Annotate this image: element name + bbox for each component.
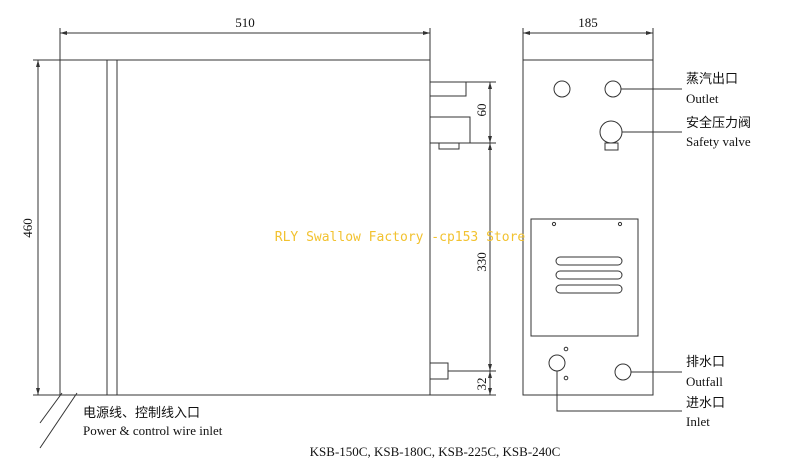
vent-panel bbox=[530, 218, 639, 337]
dim-port-spacing: 330 bbox=[474, 252, 489, 272]
front-body bbox=[59, 59, 431, 396]
safety-valve-stem bbox=[438, 142, 460, 150]
dim-width-front: 510 bbox=[235, 15, 255, 30]
side-body bbox=[522, 59, 654, 396]
power-leader-a bbox=[39, 392, 63, 424]
drain-label-cn: 排水口 bbox=[686, 354, 725, 369]
steam-outlet-port bbox=[604, 80, 622, 98]
inlet-label-en: Inlet bbox=[686, 414, 710, 429]
power-label-cn: 电源线、控制线入口 bbox=[83, 405, 200, 420]
dim-height-total: 460 bbox=[20, 218, 35, 238]
inlet-leader bbox=[556, 371, 682, 412]
model-list: KSB-150C, KSB-180C, KSB-225C, KSB-240C bbox=[310, 444, 561, 459]
dim-inlet-offset: 32 bbox=[474, 378, 489, 391]
vent-slot-3 bbox=[555, 284, 623, 294]
inlet-pipe bbox=[429, 362, 449, 380]
steam-outlet-label-cn: 蒸汽出口 bbox=[686, 71, 738, 86]
drain-port bbox=[614, 363, 632, 381]
inlet-label-cn: 进水口 bbox=[686, 395, 725, 410]
power-label-en: Power & control wire inlet bbox=[83, 423, 223, 438]
inlet-port bbox=[548, 354, 566, 372]
drain-label-en: Outfall bbox=[686, 374, 723, 389]
safety-valve-label-en: Safety valve bbox=[686, 134, 751, 149]
vent-slot-1 bbox=[555, 256, 623, 266]
steam-outlet-label-en: Outlet bbox=[686, 91, 719, 106]
dim-outlet-spacing: 60 bbox=[474, 104, 489, 117]
watermark: RLY Swallow Factory -cp153 Store bbox=[275, 230, 526, 245]
safety-valve-body bbox=[429, 116, 471, 144]
safety-valve-port bbox=[599, 120, 623, 144]
power-leader-b bbox=[39, 392, 78, 449]
dim-width-side: 185 bbox=[578, 15, 598, 30]
vent-slot-2 bbox=[555, 270, 623, 280]
side-port-top-left bbox=[553, 80, 571, 98]
outlet-pipe bbox=[429, 81, 467, 97]
safety-valve-label-cn: 安全压力阀 bbox=[686, 115, 751, 130]
safety-valve-base bbox=[604, 142, 619, 151]
